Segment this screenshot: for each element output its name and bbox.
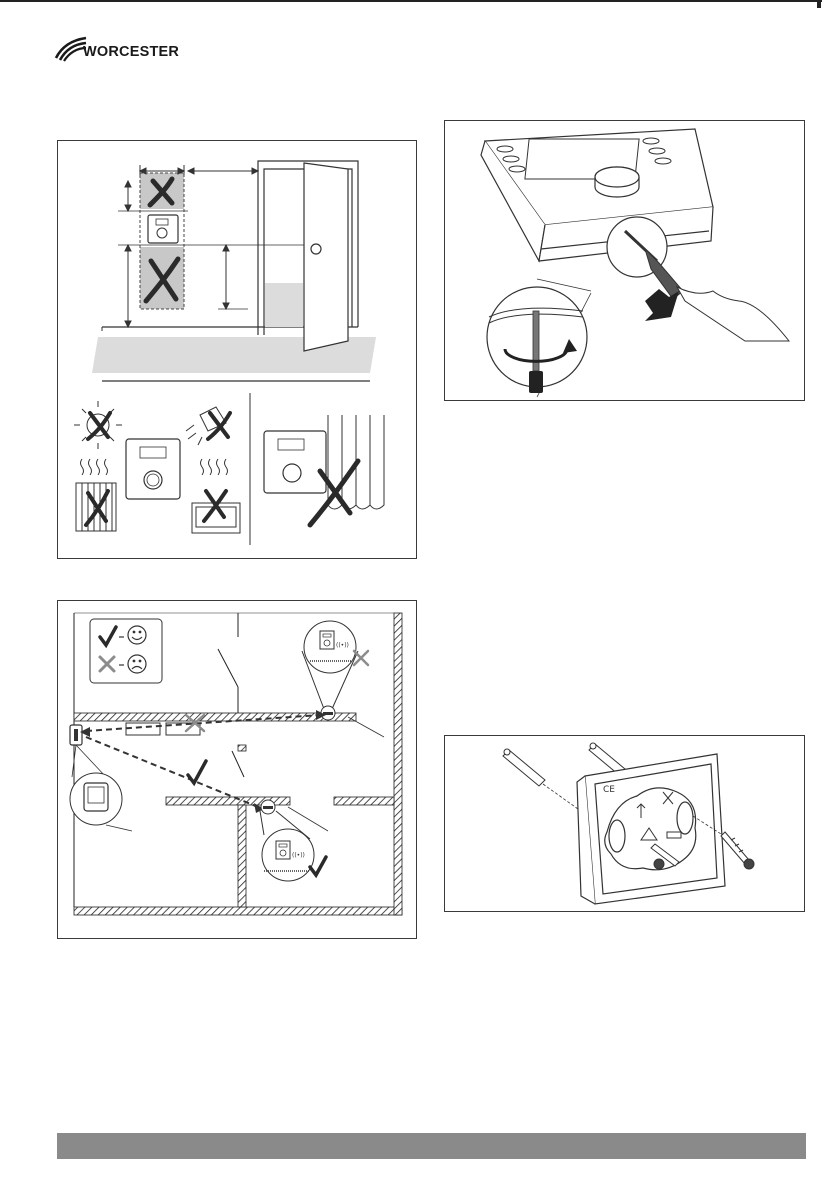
remove-cover-drawing	[445, 121, 804, 400]
legend	[90, 619, 162, 683]
brand-name: WORCESTER	[83, 44, 179, 60]
radiator-icon	[76, 459, 116, 531]
control-knob	[595, 167, 639, 197]
installation-location-drawing	[58, 141, 416, 558]
worcester-logo: WORCESTER	[52, 36, 179, 62]
remove-cover-figure	[444, 120, 805, 401]
signal-icon: ((•))	[292, 852, 305, 859]
cross-mark	[354, 651, 368, 665]
top-rule	[0, 0, 822, 2]
ce-mark: CE	[603, 785, 615, 795]
footer-bar	[57, 1133, 806, 1159]
thermostat-icon	[126, 439, 180, 499]
check-mark	[188, 761, 206, 783]
wall-mount-figure: CE	[444, 735, 805, 912]
mounting-plate-icon	[577, 754, 725, 904]
wireless-signal-drawing: ((•))	[58, 601, 416, 938]
thermostat-device	[481, 129, 713, 261]
tv-icon	[192, 459, 240, 533]
thermostat-icon	[264, 431, 326, 493]
top-rule-cap	[817, 0, 821, 8]
signal-icon: ((•))	[336, 642, 349, 649]
wireless-signal-figure: ((•))	[57, 600, 417, 939]
installation-location-figure	[57, 140, 417, 559]
wall-mount-drawing: CE	[445, 736, 804, 911]
